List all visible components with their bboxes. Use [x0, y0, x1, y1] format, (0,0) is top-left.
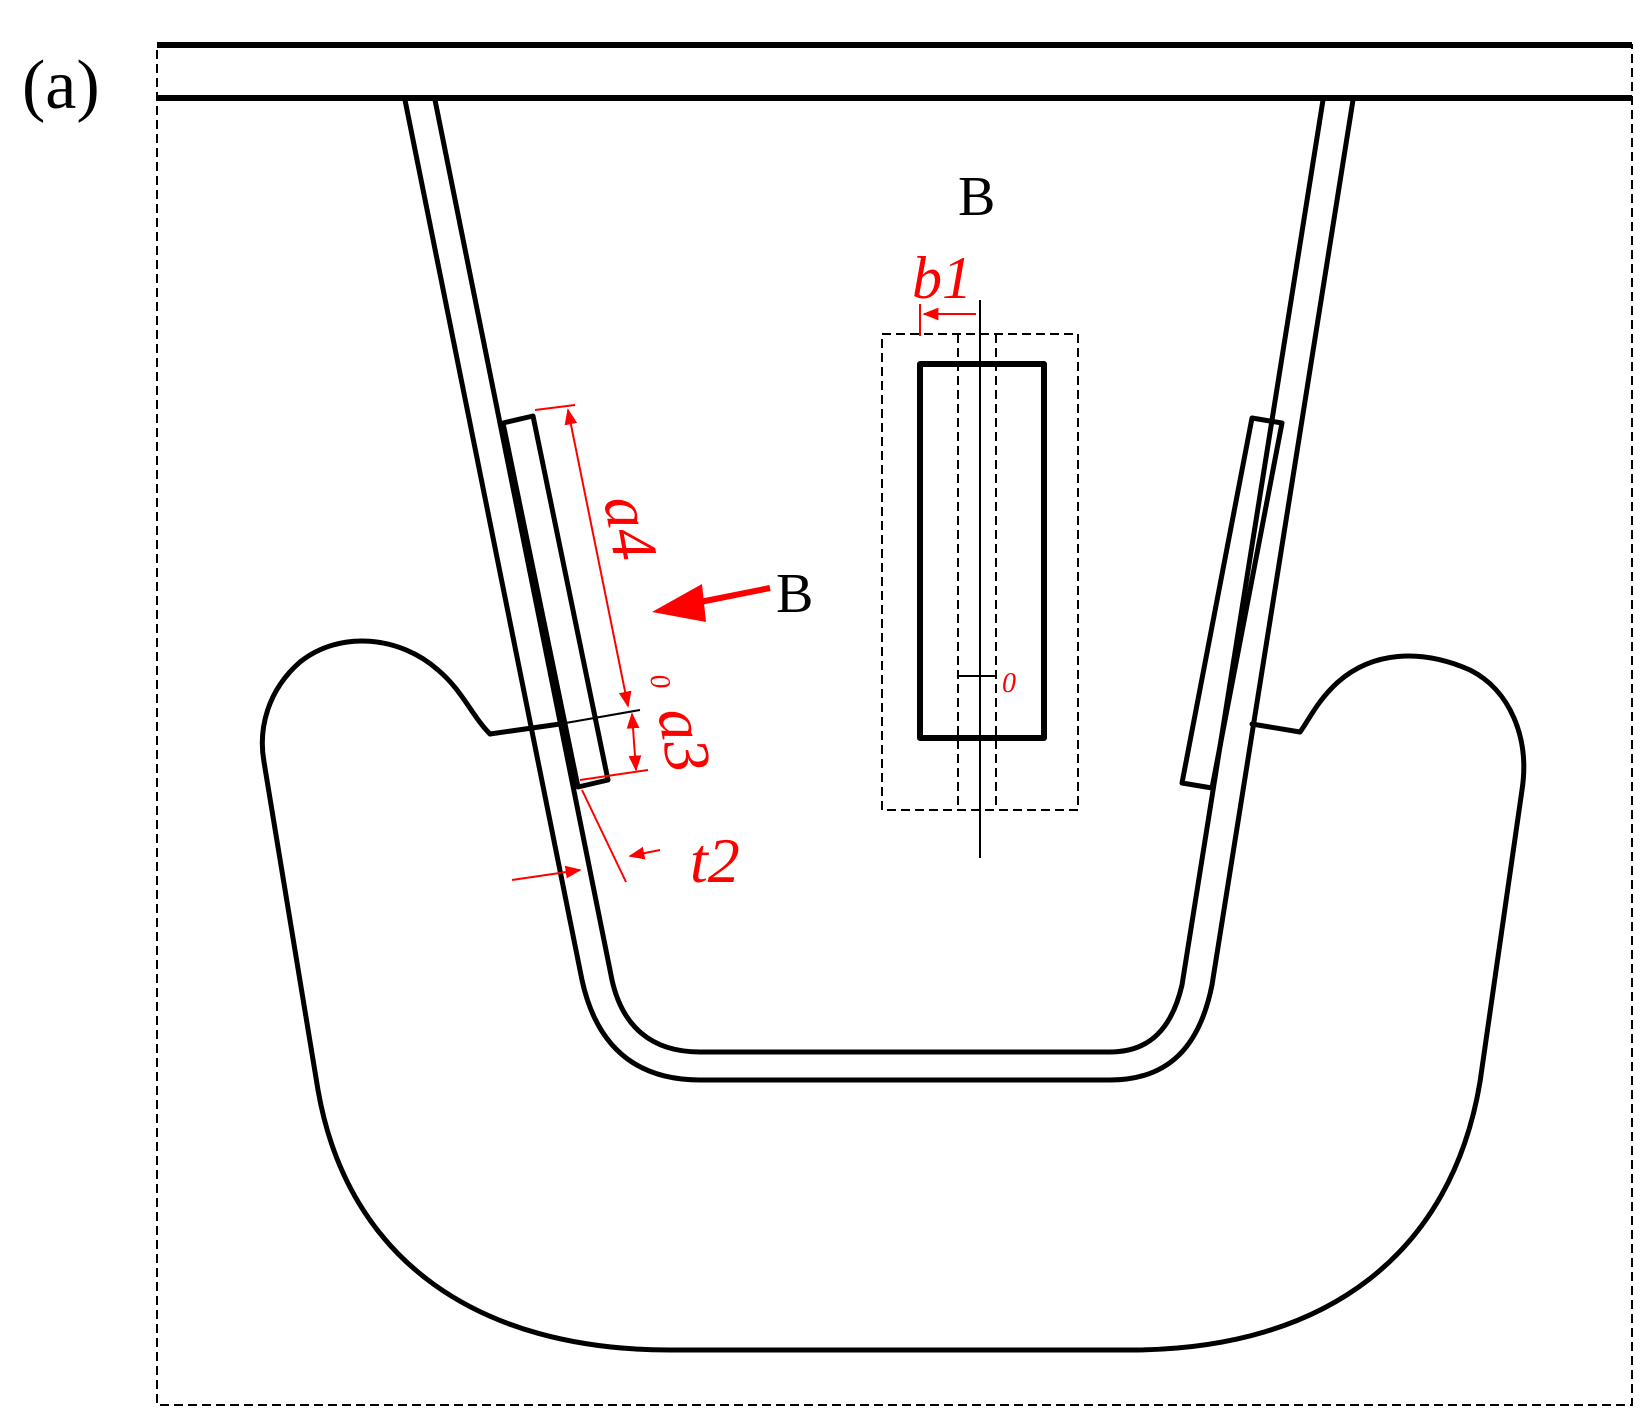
panel-label: (a) — [22, 47, 100, 124]
left-notch-seat — [487, 721, 563, 737]
t2-arrow-left — [511, 865, 582, 881]
u-channel-outer-wall — [402, 97, 1356, 1083]
a4-extension-top — [534, 404, 576, 411]
right-notch-seat — [1249, 721, 1303, 735]
center-zero-label: 0 — [1002, 668, 1016, 699]
outer-bowl-body — [259, 638, 1527, 1353]
outer-dashed-frame — [156, 44, 1633, 1406]
view-arrow-head — [652, 584, 706, 622]
center-rectangle — [917, 361, 1047, 741]
left-strip-plate — [500, 413, 611, 790]
u-channel-inner-wall — [432, 97, 1326, 1055]
b1-label: b1 — [912, 245, 972, 311]
a4-label: a4 — [590, 490, 671, 565]
view-label-top: B — [958, 166, 995, 228]
a3-label: a3 — [644, 702, 725, 777]
t2-arrow-right — [628, 846, 661, 860]
t2-label: t2 — [690, 825, 740, 896]
t2-extension-line — [581, 789, 627, 883]
a4-dimension-arrow — [564, 408, 632, 708]
a3-extension-lower — [579, 769, 649, 781]
a3-extension-upper — [559, 709, 641, 725]
a3-zero-label: 0 — [643, 672, 676, 691]
arrow-label: B — [776, 563, 813, 625]
right-strip-plate — [1179, 415, 1285, 791]
a3-dimension-arrow — [626, 712, 642, 772]
